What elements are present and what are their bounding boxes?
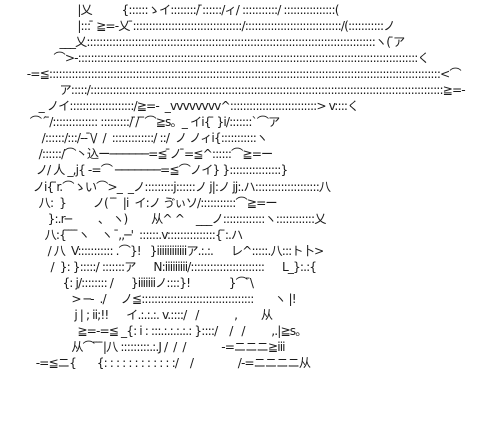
ascii-art-line: /::::::/⌒丶込ー──────=≦ ̄ノ ̄=≦^::::::⌒≧=ー: [0, 147, 274, 162]
ascii-art-line: > ─‐ ./ ノ≦::::::::::::::::::::::::::::::…: [0, 291, 296, 306]
ascii-art-line: 八:{ ̄ ̄ ̄ ̄ヽ ヽ ̄,,─' ::::::.v:::::::::::…: [0, 227, 244, 242]
ascii-art-line: j | ; ii;!! イ.:.:.:. v.::::/ / , 从: [0, 307, 273, 322]
ascii-art-line: ⌒>‐:::::::::::::::::::::::::::::::::::::…: [0, 51, 430, 66]
ascii-art-line: ⌒´ ̄/:::::::::::::: :::::::::/ ̄/ ̄ ̄⌒≧s…: [0, 115, 280, 130]
ascii-art-line: ノ/ 人 _,j{ -=⌒ ───────=≦⌒ノイ} }:::::::::::…: [0, 163, 289, 178]
ascii-art-line: ≧=-=≦ _{: i : :::.:.:.:.:.: }::::/ / / ,…: [0, 323, 307, 338]
ascii-art-line: 八: } ノ( ̄ ̄ |i イ:ノ ゔぃソ/:::::::::::⌒≧=ー: [0, 195, 278, 210]
ascii-art-line: -=≦:::::::::::::::::::::::::::::::::::::…: [0, 67, 462, 82]
ascii-art-line: ノi{ ̄r.⌒ゝい⌒>_ _ノ:::::::::j::::::ノ j|:ノ j…: [0, 179, 331, 194]
ascii-art-line: ___乂::::::::::::::::::::::::::::::::::::…: [0, 35, 405, 50]
ascii-art-line: ア:::::/:::::::::::::::::::::::::::::::::…: [0, 83, 465, 98]
ascii-art-line: |乂 {::::::ゝイ::::::::/ ̄::::::/ィ/ :::::::…: [0, 3, 339, 17]
ascii-art-line: / 八 V::::::::::: .⌒}! }iiiiiiiiiiiiア.:.:…: [0, 243, 325, 258]
ascii-art-line: / }: }:::::/ :::::::ア N:iiiiiiiii/::::::…: [0, 259, 318, 274]
ascii-art: |乂 {::::::ゝイ::::::::/ ̄::::::/ィ/ :::::::…: [0, 3, 466, 371]
ascii-art-line: {: j/:::::::: / }iiiiiiiノ::::}! }⌒ ̄\: [0, 275, 254, 290]
ascii-art-line: -=≦ニ{ {: : : : : : : : : : : :/ / /-=ニニニ…: [0, 356, 311, 371]
ascii-art-line: /::::::/:::/-‐ ̄\/ / :::::::::::::/ ::/ …: [0, 131, 269, 146]
ascii-art-line: }:.r─ 、 ヽ) 从^ ^ ___ノ:::::::::::::ヽ::::::…: [0, 211, 327, 226]
ascii-art-line: 从⌒ ̄ ̄ ̄|八 :::::::::.:.J / / / -=ニニニ≧iii: [0, 339, 285, 354]
ascii-art-line: |::: ̄ ≧=-乂 ̄:::::::::::::::::::::::::::…: [0, 19, 395, 34]
ascii-art-line: _ ノイ::::::::::::::::::::/≧=- _vvvvvvvv^:…: [0, 99, 360, 114]
